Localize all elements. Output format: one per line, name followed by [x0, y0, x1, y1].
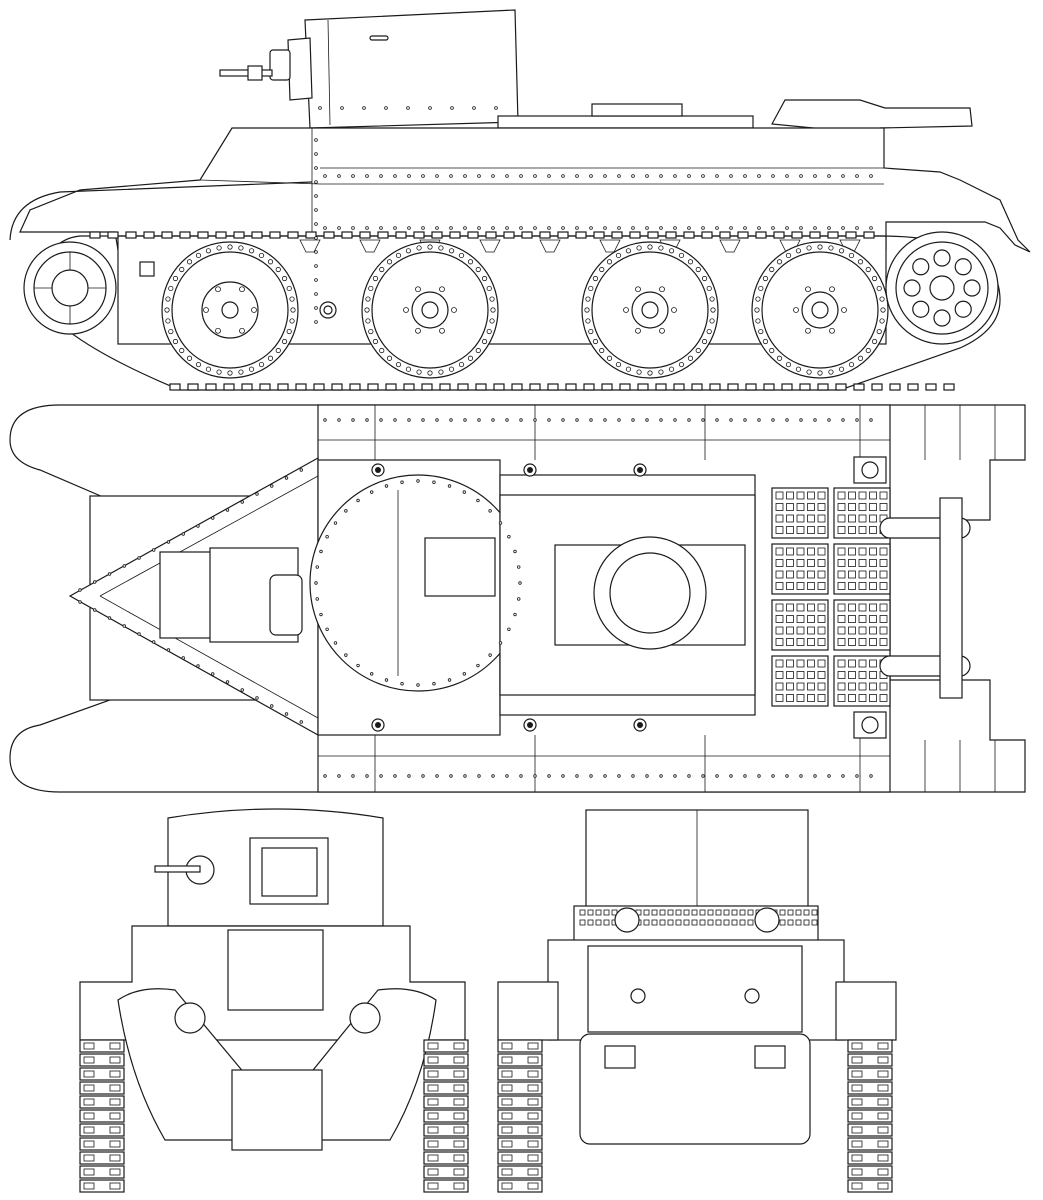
top-turret-hatch	[424, 537, 496, 597]
top-driver-hatch	[159, 551, 216, 639]
side-gun-mount	[269, 49, 291, 81]
rear-right-muffler	[754, 907, 780, 933]
rear-grille-strip	[573, 905, 819, 943]
rear-right-fender	[835, 981, 897, 1041]
rear-view	[497, 809, 897, 1193]
side-suspension-bracket	[139, 261, 155, 277]
rear-right-plate-bracket	[754, 1045, 786, 1069]
rear-left-fender	[497, 981, 559, 1041]
top-gun-housing	[269, 574, 303, 636]
front-driver-plate	[227, 929, 324, 1011]
front-right-headlight	[349, 1002, 381, 1034]
front-turret-hatch-inner	[261, 847, 318, 897]
side-road-wheel	[581, 241, 719, 379]
top-view	[9, 404, 1026, 793]
side-road-wheel	[751, 241, 889, 379]
side-view	[9, 9, 1031, 391]
front-left-headlight	[174, 1002, 206, 1034]
side-turret	[304, 9, 519, 129]
front-lower-plate	[231, 1069, 323, 1151]
side-gun-sight	[247, 65, 263, 81]
top-rear-grille	[771, 487, 891, 707]
side-gun-barrel	[219, 69, 273, 77]
side-road-wheel	[361, 241, 499, 379]
top-rear-crossmember	[939, 497, 963, 699]
side-road-wheel	[161, 241, 299, 379]
rear-lower-plate	[579, 1033, 811, 1145]
side-track	[39, 235, 1001, 391]
side-drive-sprocket	[885, 231, 999, 345]
rear-tow-hook-left	[630, 988, 646, 1004]
side-idler-wheel	[23, 241, 117, 335]
side-hull	[19, 127, 1031, 253]
side-mantlet	[287, 37, 313, 101]
rear-left-muffler	[614, 907, 640, 933]
side-engine-deck	[497, 115, 754, 129]
front-view	[79, 808, 469, 1193]
side-front-fender	[9, 181, 313, 241]
top-fan-cover	[609, 552, 691, 634]
rear-left-plate-bracket	[604, 1045, 636, 1069]
rear-panel	[587, 945, 803, 1033]
side-deck-hatch	[591, 103, 683, 117]
side-turret-slot	[369, 35, 389, 41]
rear-tow-hook-right	[744, 988, 760, 1004]
front-gun-barrel	[154, 865, 201, 873]
front-left-mudguard	[117, 988, 251, 1141]
